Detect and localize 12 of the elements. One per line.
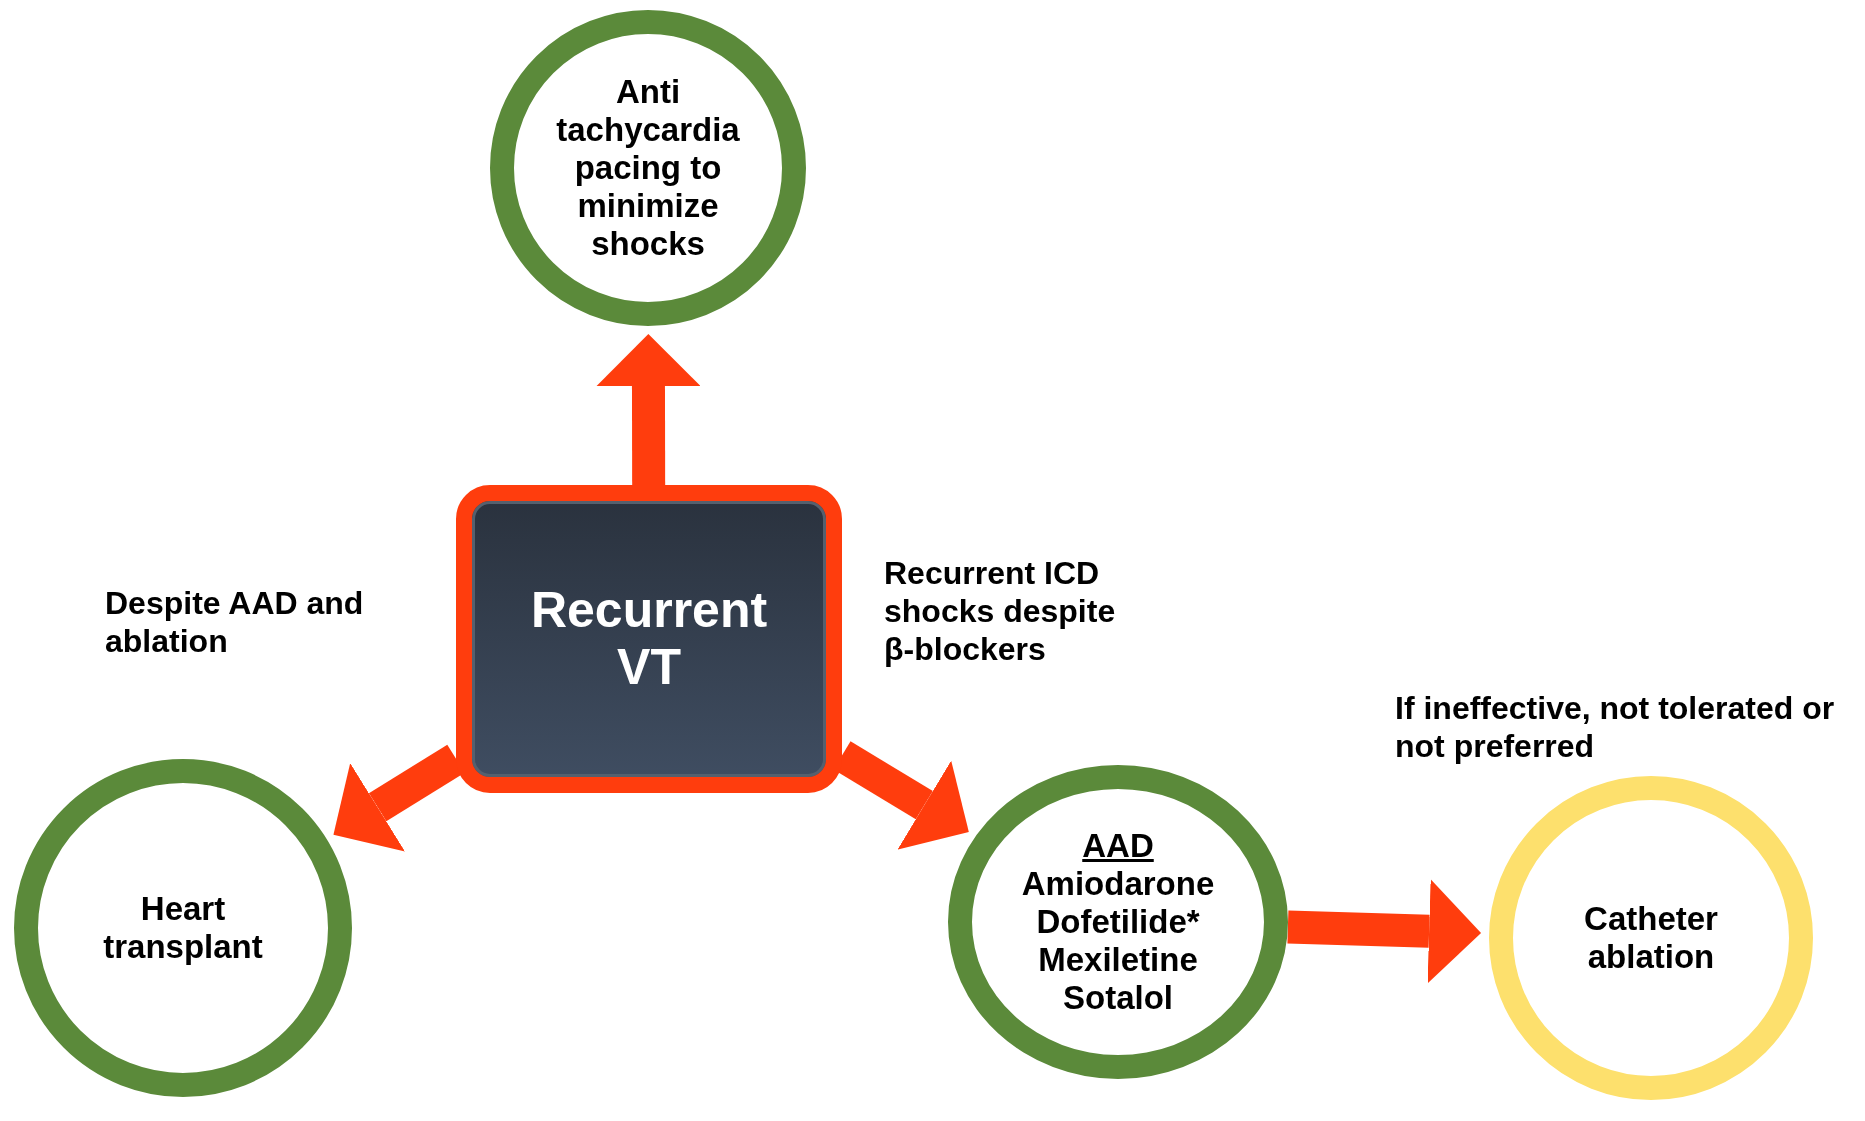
node-text: Mexiletine [1038,940,1198,979]
node-text: Dofetilide* [1036,903,1200,941]
node-text: Sotalol [1063,978,1173,1017]
node-text: Heart transplant [102,890,264,966]
node-text: Anti tachycardia pacing to minimize shocks [555,73,741,263]
node-text: Recurrent VT [529,581,769,697]
rounded-box [456,485,842,793]
arrow [1287,879,1482,984]
node-text: Catheter ablation [1583,900,1719,976]
arrow [596,334,701,485]
node-text: Amiodarone [1021,865,1215,904]
heading-text: AAD [1082,827,1154,866]
